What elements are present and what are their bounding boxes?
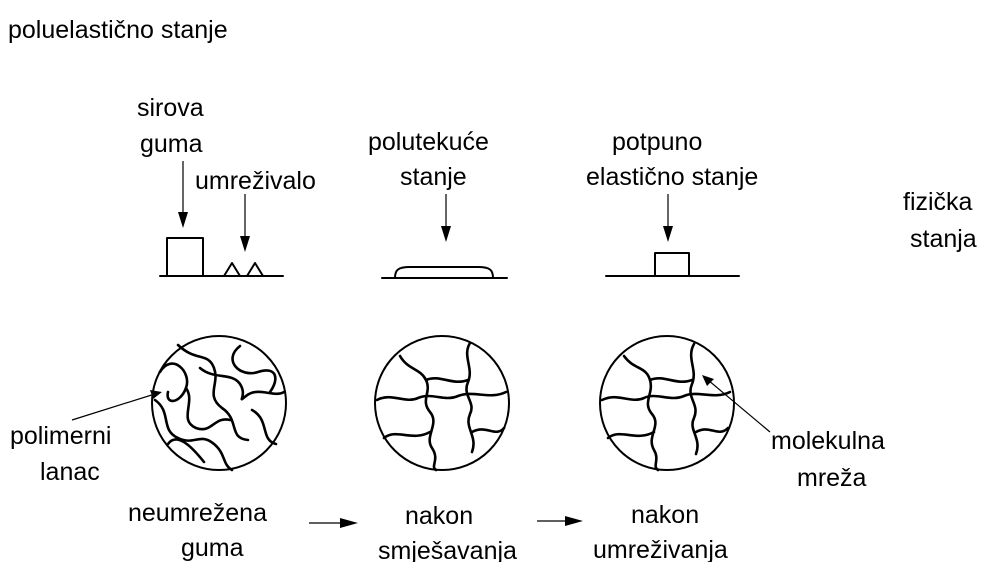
network-chain bbox=[398, 354, 438, 472]
label-elasticno-stanje: elastično stanje bbox=[586, 163, 758, 191]
label-lanac: lanac bbox=[40, 458, 100, 486]
uncrosslinked-chains-circle bbox=[71, 335, 287, 472]
label-stanje-1: stanje bbox=[400, 163, 467, 191]
network-chain bbox=[622, 354, 660, 472]
label-umrezivalo: umreživalo bbox=[195, 167, 316, 195]
rubber-block bbox=[166, 237, 204, 277]
pointer-molekulna-mreza bbox=[707, 379, 771, 433]
network-chain bbox=[470, 426, 506, 434]
network-chain bbox=[606, 430, 656, 440]
crosslinker-triangle-1 bbox=[223, 262, 241, 277]
polymer-chain bbox=[250, 408, 278, 446]
label-guma: guma bbox=[140, 130, 203, 158]
crosslinker-triangle-2 bbox=[246, 262, 264, 277]
semi-liquid-sketch bbox=[381, 194, 508, 279]
elastic-block bbox=[654, 252, 690, 277]
network-chain bbox=[600, 390, 732, 402]
raw-rubber-sketch bbox=[159, 161, 284, 277]
label-neumrezena: neumrežena bbox=[128, 499, 267, 527]
process-arrow-2 bbox=[537, 516, 583, 526]
label-smjesavanja: smješavanja bbox=[378, 537, 517, 562]
label-guma-bottom: guma bbox=[181, 534, 244, 562]
network-after-mixing-circle bbox=[374, 335, 510, 472]
circle-outline-3 bbox=[599, 335, 735, 471]
polymer-chain bbox=[153, 398, 234, 472]
network-chain bbox=[689, 342, 699, 456]
arrow-head-potpuno bbox=[663, 226, 673, 242]
pointer-polimerni-lanac bbox=[71, 392, 159, 421]
process-arrow-head-2 bbox=[565, 516, 583, 526]
label-fizicka: fizička bbox=[903, 188, 973, 216]
network-chain bbox=[382, 430, 432, 440]
flattened-rubber bbox=[394, 266, 494, 279]
network-chain bbox=[375, 390, 508, 402]
arrow-head-umrezivalo bbox=[240, 236, 250, 252]
label-nakon-1: nakon bbox=[405, 502, 473, 530]
arrow-head-polutekuce bbox=[441, 226, 451, 242]
label-umrezivanja: umreživanja bbox=[593, 536, 728, 562]
diagram-title: poluelastično stanje bbox=[8, 16, 228, 44]
label-polutekuce: polutekuće bbox=[368, 128, 489, 156]
pointer-head-molekulna bbox=[702, 375, 714, 386]
label-sirova: sirova bbox=[137, 94, 204, 122]
circle-outline-1 bbox=[151, 335, 287, 471]
polymer-chain bbox=[176, 343, 250, 442]
network-chain bbox=[424, 377, 470, 383]
network-chain bbox=[465, 341, 475, 454]
circle-outline-2 bbox=[374, 335, 510, 471]
network-chain bbox=[648, 377, 694, 383]
polymer-chain bbox=[184, 386, 232, 431]
pointer-head-polimerni bbox=[150, 390, 162, 399]
polymer-chain bbox=[244, 390, 286, 398]
polymer-chain bbox=[158, 362, 189, 403]
polymer-chain bbox=[231, 344, 277, 394]
label-nakon-2: nakon bbox=[631, 501, 699, 529]
polymer-chain bbox=[166, 438, 206, 464]
label-stanja: stanja bbox=[910, 225, 977, 253]
label-potpuno: potpuno bbox=[612, 128, 702, 156]
elastic-sketch bbox=[605, 194, 740, 277]
network-chain bbox=[694, 426, 730, 434]
label-mreza: mreža bbox=[797, 464, 867, 492]
arrow-head-sirova bbox=[178, 212, 188, 228]
process-arrow-1 bbox=[309, 518, 358, 528]
polymer-chain bbox=[198, 366, 248, 401]
process-arrow-head-1 bbox=[340, 518, 358, 528]
crosslinked-network-circle bbox=[599, 335, 771, 472]
label-molekulna: molekulna bbox=[771, 427, 885, 455]
label-polimerni: polimerni bbox=[10, 422, 111, 450]
